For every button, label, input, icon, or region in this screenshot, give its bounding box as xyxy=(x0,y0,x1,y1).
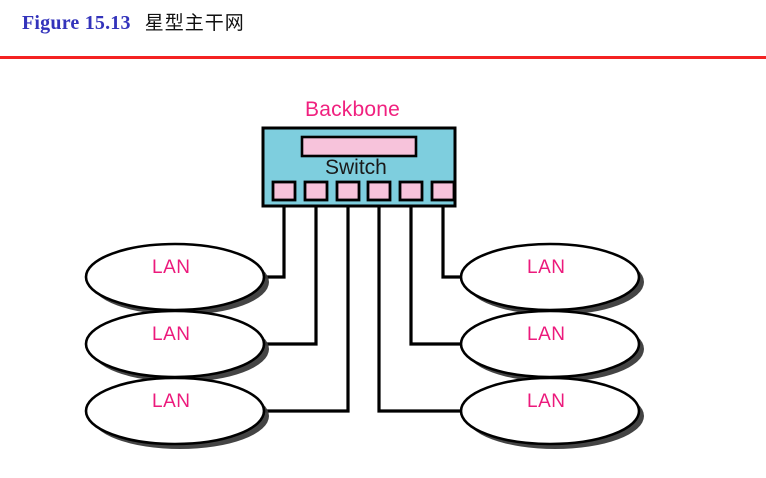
figure-number: Figure 15.13 xyxy=(22,12,131,34)
link-port3-lan-left-bottom xyxy=(264,206,350,413)
figure-title: 星型主干网 xyxy=(144,13,245,34)
lan-right-middle[interactable] xyxy=(459,309,641,379)
switch-port-5[interactable] xyxy=(398,180,424,202)
link-port1-lan-left-top xyxy=(264,206,286,279)
figure-caption: Figure 15.13 星型主干网 xyxy=(22,13,245,33)
switch-port-3[interactable] xyxy=(335,180,361,202)
switch-port-1[interactable] xyxy=(271,180,297,202)
lan-right-bottom[interactable] xyxy=(459,376,641,446)
link-port2-lan-left-middle xyxy=(264,206,318,346)
link-group xyxy=(264,206,461,413)
switch-port-4[interactable] xyxy=(366,180,392,202)
header-divider-rule xyxy=(0,56,766,59)
link-port5-lan-right-middle xyxy=(409,206,461,346)
switch-port-2[interactable] xyxy=(303,180,329,202)
figure-header: Figure 15.13 星型主干网 xyxy=(0,0,766,59)
lan-left-middle[interactable] xyxy=(84,309,266,379)
switch-indicator-bar xyxy=(300,135,418,158)
link-port4-lan-right-bottom xyxy=(377,206,461,413)
lan-node-group xyxy=(84,242,641,446)
network-topology-diagram: Backbone Switch LAN LAN LAN LAN LAN LAN xyxy=(0,59,766,478)
switch-port-group xyxy=(271,180,456,202)
lan-left-bottom[interactable] xyxy=(84,376,266,446)
topology-svg xyxy=(84,126,644,449)
lan-left-top[interactable] xyxy=(84,242,266,312)
link-port6-lan-right-top xyxy=(441,206,461,279)
switch-port-6[interactable] xyxy=(430,180,456,202)
lan-right-top[interactable] xyxy=(459,242,641,312)
